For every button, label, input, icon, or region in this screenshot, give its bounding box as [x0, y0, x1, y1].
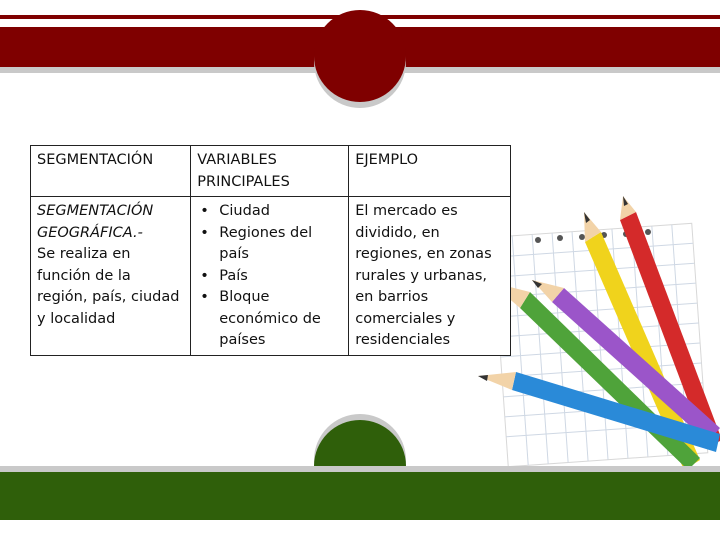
red-pencil [620, 196, 720, 448]
header-ejemplo: EJEMPLO [348, 145, 511, 197]
table-row: SEGMENTACIÓN GEOGRÁFICA.- Se realiza en … [29, 196, 511, 356]
variables-list: Ciudad Regiones del país País Bloque eco… [197, 201, 342, 352]
table-header-row: SEGMENTACIÓN VARIABLES PRINCIPALES EJEMP… [29, 145, 511, 197]
pencils-illustration [478, 196, 720, 470]
segment-title-line2: GEOGRÁFICA.- [37, 224, 143, 241]
bottom-thin-band [0, 516, 720, 520]
header-segmentacion: SEGMENTACIÓN [29, 145, 192, 197]
top-red-circle [314, 10, 406, 102]
list-item: Ciudad [200, 201, 342, 223]
segmentation-table: SEGMENTACIÓN VARIABLES PRINCIPALES EJEMP… [29, 145, 511, 356]
yellow-pencil [584, 212, 700, 470]
cell-example: El mercado es dividido, en regiones, en … [348, 196, 511, 356]
list-item: País [200, 266, 342, 288]
bottom-green-band [0, 466, 720, 518]
header-variables: VARIABLES PRINCIPALES [190, 145, 350, 197]
cell-variables: Ciudad Regiones del país País Bloque eco… [190, 196, 350, 356]
segment-title-line1: SEGMENTACIÓN [37, 203, 154, 219]
list-item: Regiones del país [200, 223, 342, 266]
cell-segment: SEGMENTACIÓN GEOGRÁFICA.- Se realiza en … [29, 196, 192, 356]
list-item: Bloque económico de países [200, 287, 342, 352]
purple-pencil [532, 280, 720, 442]
segment-description: Se realiza en función de la región, país… [37, 246, 180, 327]
blue-pencil [478, 372, 720, 452]
